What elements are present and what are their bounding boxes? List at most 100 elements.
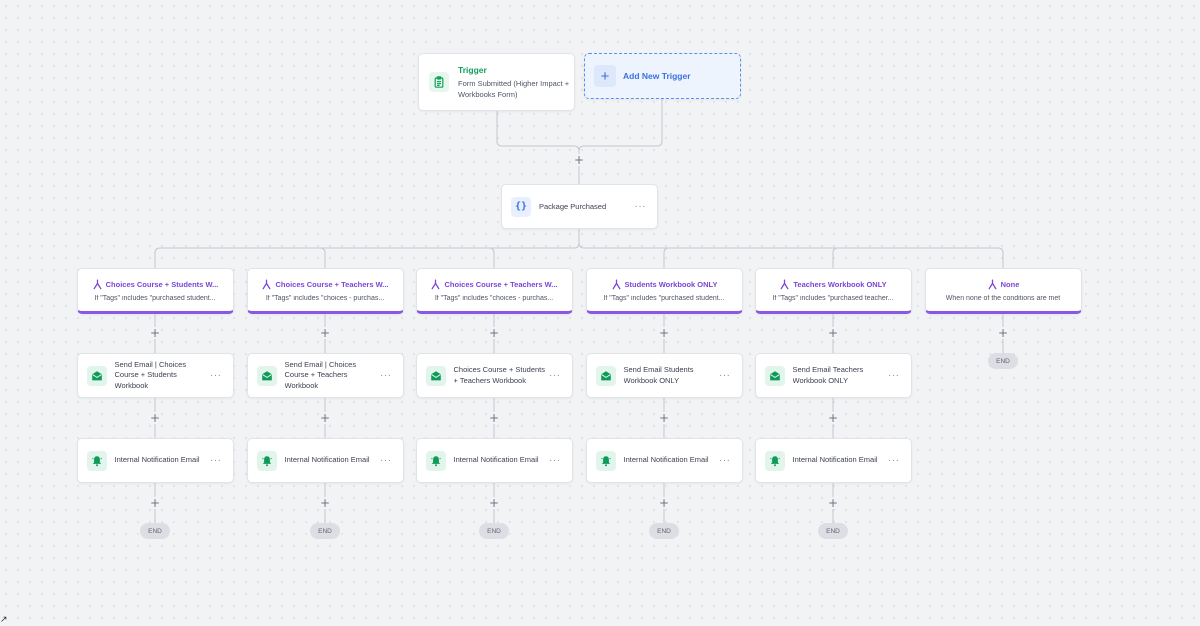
trigger-connector bbox=[496, 111, 580, 154]
braces-icon: {} bbox=[511, 196, 531, 217]
more-options-icon[interactable]: ··· bbox=[380, 369, 392, 381]
branch-icon bbox=[430, 278, 441, 290]
end-marker: END bbox=[649, 523, 679, 539]
branch-bus-left bbox=[154, 229, 580, 268]
add-step-plus-button[interactable]: + bbox=[658, 326, 670, 340]
condition-branch-card[interactable]: Choices Course + Teachers W... If "Tags" … bbox=[246, 268, 404, 314]
email-icon bbox=[595, 365, 616, 386]
send-email-node[interactable]: Send Email Students Workbook ONLY··· bbox=[585, 353, 743, 398]
more-options-icon[interactable]: ··· bbox=[634, 200, 646, 212]
internal-notification-node[interactable]: Internal Notification Email ··· bbox=[246, 438, 404, 483]
action-label: Internal Notification Email bbox=[114, 455, 200, 465]
bell-icon bbox=[256, 450, 277, 471]
branch-title-row: Students Workbook ONLY bbox=[611, 278, 718, 290]
end-marker: END bbox=[310, 523, 340, 539]
branch-icon bbox=[987, 278, 998, 290]
branch-title: Teachers Workbook ONLY bbox=[793, 279, 887, 289]
branch-icon bbox=[779, 278, 790, 290]
add-new-trigger-button[interactable]: + Add New Trigger bbox=[584, 53, 741, 99]
send-email-node[interactable]: Choices Course + Students + Teachers Wor… bbox=[415, 353, 573, 398]
end-marker: END bbox=[140, 523, 170, 539]
branch-title: Choices Course + Teachers W... bbox=[444, 279, 558, 289]
add-step-plus-button[interactable]: + bbox=[149, 496, 161, 510]
add-step-plus-button[interactable]: + bbox=[488, 326, 500, 340]
branch-condition: If "Tags" includes "choices - purchas... bbox=[434, 294, 554, 302]
more-options-icon[interactable]: ··· bbox=[549, 369, 561, 381]
condition-branch-card[interactable]: Choices Course + Teachers W... If "Tags" … bbox=[415, 268, 573, 314]
email-icon bbox=[425, 365, 446, 386]
more-options-icon[interactable]: ··· bbox=[888, 454, 900, 466]
internal-notification-node[interactable]: Internal Notification Email ··· bbox=[585, 438, 743, 483]
action-label: Send Email | Choices Course + Students W… bbox=[114, 359, 187, 390]
add-step-plus-button[interactable]: + bbox=[997, 326, 1009, 340]
send-email-node[interactable]: Send Email | Choices Course + Teachers W… bbox=[246, 353, 404, 398]
send-email-node[interactable]: Send Email Teachers Workbook ONLY ··· bbox=[754, 353, 912, 398]
add-step-plus-button[interactable]: + bbox=[827, 411, 839, 425]
action-label: Send Email Teachers Workbook ONLY bbox=[792, 365, 864, 385]
branch-title: Students Workbook ONLY bbox=[624, 279, 718, 289]
more-options-icon[interactable]: ··· bbox=[719, 369, 731, 381]
action-label: Choices Course + Students + Teachers Wor… bbox=[453, 365, 546, 385]
add-step-plus-button[interactable]: + bbox=[827, 496, 839, 510]
add-step-plus-button[interactable]: + bbox=[827, 326, 839, 340]
branch-condition: When none of the conditions are met bbox=[945, 294, 1061, 302]
add-step-plus-button[interactable]: + bbox=[658, 496, 670, 510]
branch-icon bbox=[611, 278, 622, 290]
internal-notification-node[interactable]: Internal Notification Email ··· bbox=[415, 438, 573, 483]
internal-notification-node[interactable]: Internal Notification Email ··· bbox=[76, 438, 234, 483]
more-options-icon[interactable]: ··· bbox=[210, 369, 222, 381]
branch-drop-connector bbox=[488, 247, 495, 268]
branch-icon bbox=[261, 278, 272, 290]
bell-icon bbox=[595, 450, 616, 471]
more-options-icon[interactable]: ··· bbox=[380, 454, 392, 466]
more-options-icon[interactable]: ··· bbox=[549, 454, 561, 466]
action-label: Internal Notification Email bbox=[453, 455, 539, 465]
email-icon bbox=[764, 365, 785, 386]
package-purchased-node[interactable]: {} Package Purchased ··· bbox=[501, 184, 658, 229]
more-options-icon[interactable]: ··· bbox=[210, 454, 222, 466]
email-icon bbox=[86, 365, 107, 386]
branch-title: None bbox=[1000, 279, 1020, 289]
branch-title-row: None bbox=[987, 278, 1020, 290]
add-step-plus-button[interactable]: + bbox=[573, 153, 585, 167]
condition-branch-card[interactable]: Students Workbook ONLY If "Tags" includes… bbox=[585, 268, 743, 314]
add-trigger-connector bbox=[578, 99, 663, 152]
end-marker: END bbox=[818, 523, 848, 539]
add-step-plus-button[interactable]: + bbox=[319, 326, 331, 340]
end-marker: END bbox=[988, 353, 1018, 369]
send-email-node[interactable]: Send Email | Choices Course + Students W… bbox=[76, 353, 234, 398]
add-step-plus-button[interactable]: + bbox=[658, 411, 670, 425]
add-step-plus-button[interactable]: + bbox=[149, 411, 161, 425]
trigger-node[interactable]: Trigger Form Submitted (Higher Impact + … bbox=[418, 53, 575, 111]
bell-icon bbox=[425, 450, 446, 471]
branch-title: Choices Course + Teachers W... bbox=[275, 279, 389, 289]
more-options-icon[interactable]: ··· bbox=[888, 369, 900, 381]
branch-title-row: Choices Course + Teachers W... bbox=[430, 278, 558, 290]
plus-icon: + bbox=[594, 65, 616, 87]
branch-condition: If "Tags" includes "purchased student... bbox=[603, 294, 725, 302]
add-step-plus-button[interactable]: + bbox=[319, 411, 331, 425]
action-label: Internal Notification Email bbox=[284, 455, 370, 465]
branch-drop-connector bbox=[832, 247, 839, 268]
add-step-plus-button[interactable]: + bbox=[488, 411, 500, 425]
bell-icon bbox=[86, 450, 107, 471]
branch-condition: If "Tags" includes "purchased student... bbox=[94, 294, 216, 302]
cursor-icon: ↗ bbox=[0, 614, 8, 624]
condition-branch-card[interactable]: Choices Course + Students W... If "Tags" … bbox=[76, 268, 234, 314]
branch-drop-connector bbox=[319, 247, 326, 268]
email-icon bbox=[256, 365, 277, 386]
action-label: Send Email | Choices Course + Teachers W… bbox=[284, 359, 357, 390]
branch-drop-connector bbox=[663, 247, 670, 268]
branch-title: Choices Course + Students W... bbox=[105, 279, 219, 289]
action-label: Internal Notification Email bbox=[623, 455, 709, 465]
add-step-plus-button[interactable]: + bbox=[149, 326, 161, 340]
add-step-plus-button[interactable]: + bbox=[319, 496, 331, 510]
branch-condition: If "Tags" includes "choices - purchas... bbox=[265, 294, 385, 302]
internal-notification-node[interactable]: Internal Notification Email··· bbox=[754, 438, 912, 483]
package-purchased-label: Package Purchased bbox=[539, 202, 607, 211]
more-options-icon[interactable]: ··· bbox=[719, 454, 731, 466]
add-step-plus-button[interactable]: + bbox=[488, 496, 500, 510]
add-new-trigger-label: Add New Trigger bbox=[623, 71, 691, 81]
